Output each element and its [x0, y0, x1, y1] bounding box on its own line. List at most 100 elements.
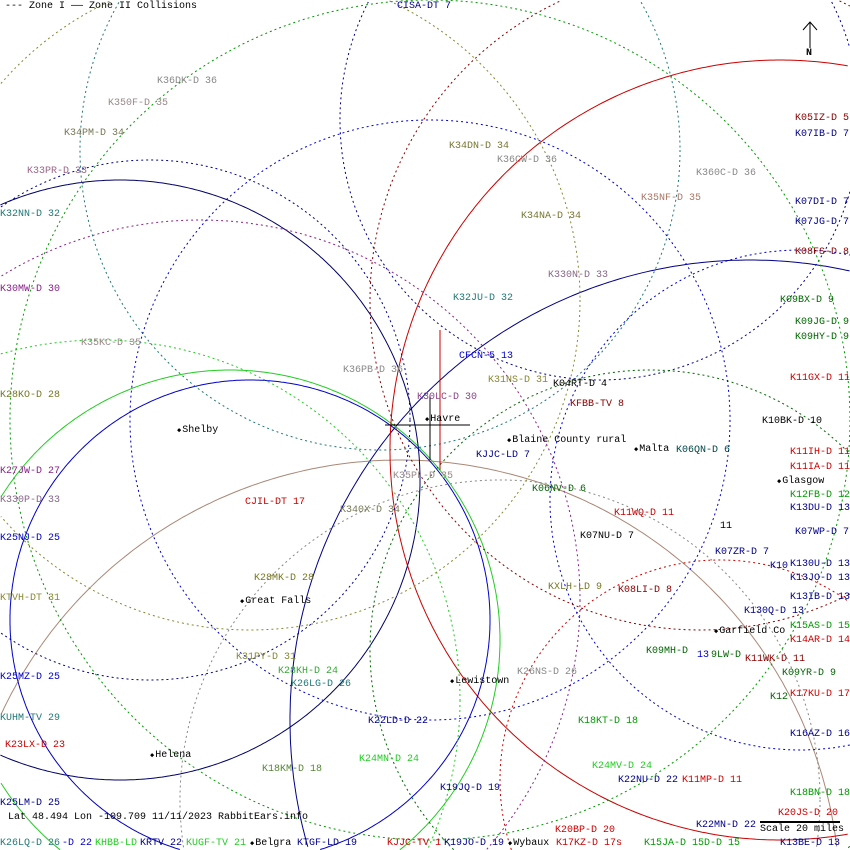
station-label[interactable]: K09BX-D 9	[780, 295, 835, 306]
station-label[interactable]: K24MN-D 24	[359, 754, 420, 765]
station-label[interactable]: CFCN-5 13	[459, 351, 514, 362]
station-label[interactable]: K20BP-D 20	[555, 825, 616, 836]
station-label[interactable]: K28MK-D 28	[254, 573, 315, 584]
station-label[interactable]: K350F-D 35	[108, 98, 169, 109]
station-label[interactable]: K14AR-D 14	[790, 635, 850, 646]
station-label[interactable]: K18BN-D 18	[790, 788, 850, 799]
station-label[interactable]: -D 22	[62, 838, 93, 849]
station-label[interactable]: K26LQ-D 26	[0, 838, 61, 849]
station-label[interactable]: K15AS-D 15	[790, 621, 850, 632]
station-label[interactable]: K22NU-D 22	[618, 775, 679, 786]
station-label[interactable]: K09YR-D 9	[782, 668, 837, 679]
station-label[interactable]: KUGF-TV 21	[186, 838, 247, 849]
station-label[interactable]: K07WP-D 7	[795, 527, 850, 538]
station-label[interactable]: K18KT-D 18	[578, 716, 639, 727]
station-label[interactable]: K360C-D 36	[696, 168, 757, 179]
station-label[interactable]: KJJC-TV 1	[387, 838, 442, 849]
station-label[interactable]: K07DI-D 7	[795, 197, 850, 208]
station-label[interactable]: K17KU-D 17	[790, 689, 850, 700]
station-label[interactable]: K09MH-D	[646, 646, 689, 657]
station-label[interactable]: K13JO-D 13	[790, 573, 850, 584]
station-label[interactable]: KUHM-TV 29	[0, 713, 61, 724]
station-label[interactable]: K26NS-D 26	[517, 667, 578, 678]
station-label[interactable]: K11WQ-D 11	[614, 508, 675, 519]
station-label[interactable]: K24MV-D 24	[592, 761, 653, 772]
station-label[interactable]: K26LG-D 26	[291, 679, 352, 690]
station-label[interactable]: K20JS-D 20	[778, 808, 839, 819]
station-label[interactable]: KRTV 22	[140, 838, 183, 849]
station-label[interactable]: K17KZ-D 17s	[556, 838, 623, 849]
station-label[interactable]: K25MZ-D 25	[0, 672, 61, 683]
station-label[interactable]: K11IA-D 11	[790, 462, 850, 473]
station-label[interactable]: K07IB-D 7	[795, 129, 850, 140]
station-label[interactable]: K33PR-D 33	[27, 166, 88, 177]
station-label[interactable]: K36DK-D 36	[157, 76, 218, 87]
station-label[interactable]: K19JO-D 19	[444, 838, 505, 849]
station-label[interactable]: K330P-D 33	[0, 495, 61, 506]
station-label[interactable]: K32JU-D 32	[453, 293, 514, 304]
station-label[interactable]: KJJC-LD 7	[476, 450, 531, 461]
station-label[interactable]: K32NN-D 32	[0, 209, 61, 220]
station-label[interactable]: K31NS-D 31	[488, 375, 549, 386]
station-label[interactable]: K130U-D 13	[790, 559, 850, 570]
station-label[interactable]: K35NF-D 35	[641, 193, 702, 204]
station-label[interactable]: K11MP-D 11	[682, 775, 743, 786]
station-label[interactable]: K06QN-D 6	[676, 445, 731, 456]
station-label[interactable]: K10BK-D 10	[762, 416, 823, 427]
station-label[interactable]: K23LX-D 23	[5, 740, 66, 751]
station-label[interactable]: K13IB-D 13	[790, 592, 850, 603]
station-label[interactable]: K130Q-D 13	[744, 606, 805, 617]
station-label[interactable]: K28KH-D 24	[278, 666, 339, 677]
station-label[interactable]: K34PM-D 34	[64, 128, 125, 139]
station-label[interactable]: KHBB-LD	[95, 838, 138, 849]
station-label[interactable]: K22LD-D 22	[368, 716, 429, 727]
station-label[interactable]: K30MW-D 30	[0, 284, 61, 295]
station-label[interactable]: K18KM-D 18	[262, 764, 323, 775]
station-label[interactable]: K11WK-D 11	[745, 654, 806, 665]
station-label[interactable]: K12	[770, 692, 789, 703]
station-label[interactable]: K34DN-D 34	[449, 141, 510, 152]
station-label[interactable]: K12FB-D 12	[790, 490, 850, 501]
station-label[interactable]: K28KO-D 28	[0, 390, 61, 401]
station-label[interactable]: K08FS-D 8	[795, 247, 850, 258]
station-label[interactable]: K19JQ-D 19	[440, 783, 501, 794]
station-label[interactable]: K13BE-D 13	[780, 838, 841, 849]
station-label[interactable]: K09HY-D 9	[795, 332, 850, 343]
station-label[interactable]: K25LM-D 25	[0, 798, 61, 809]
station-label[interactable]: K16AZ-D 16	[790, 729, 850, 740]
station-label[interactable]: CISA-DT 7	[397, 1, 452, 12]
station-label[interactable]: K13DU-D 13	[790, 503, 850, 514]
station-label[interactable]: K07JG-D 7	[795, 217, 850, 228]
station-label[interactable]: 13	[697, 650, 710, 661]
station-label[interactable]: K05IZ-D 5	[795, 113, 850, 124]
station-label[interactable]: K35PL-D 35	[393, 471, 454, 482]
station-label[interactable]: K330N-D 33	[548, 270, 609, 281]
station-label[interactable]: 9LW-D	[711, 650, 742, 661]
station-label[interactable]: K340X-D 34	[340, 505, 401, 516]
station-label[interactable]: KXLH-LD 9	[548, 582, 603, 593]
station-label[interactable]: K15JA-D 15D-D 15	[644, 838, 741, 849]
station-label[interactable]: K07NU-D 7	[580, 531, 635, 542]
station-label[interactable]: K25NJ-D 25	[0, 533, 61, 544]
station-label[interactable]: K11GX-D 11	[790, 373, 850, 384]
station-label[interactable]: K31PY-D 31	[236, 652, 297, 663]
station-label[interactable]: KTVH-DT 31	[0, 593, 61, 604]
station-label[interactable]: K07ZR-D 7	[715, 547, 770, 558]
station-label[interactable]: KFBB-TV 8	[570, 399, 625, 410]
station-label[interactable]: K27JW-D 27	[0, 466, 61, 477]
station-label[interactable]: KTGF-LD 19	[297, 838, 358, 849]
station-label[interactable]: K08LI-D 8	[618, 585, 673, 596]
station-label[interactable]: K30LC-D 30	[417, 392, 478, 403]
station-label[interactable]: K36CW-D 36	[497, 155, 558, 166]
station-label[interactable]: CJIL-DT 17	[245, 497, 306, 508]
station-label[interactable]: K09JG-D 9	[795, 317, 850, 328]
station-label[interactable]: K06NV-D 6	[532, 484, 587, 495]
station-label[interactable]: K34NA-D 34	[521, 211, 582, 222]
station-label[interactable]: K04RT-D 4	[553, 379, 608, 390]
station-label[interactable]: K35KC-D 35	[81, 338, 142, 349]
station-label[interactable]: K36PB-D 36	[343, 365, 404, 376]
station-label[interactable]: K11IH-D 11	[790, 447, 850, 458]
station-label[interactable]: K10	[770, 561, 789, 572]
station-label[interactable]: 11	[720, 521, 733, 532]
